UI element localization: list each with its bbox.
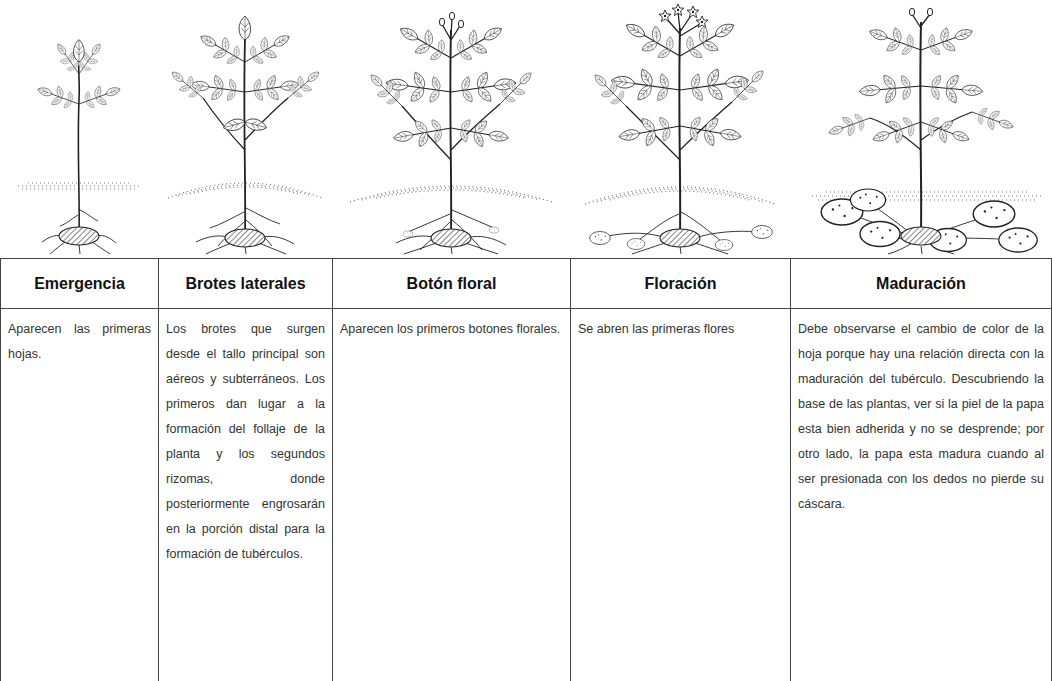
- lateral-shoots-plant: [243, 38, 246, 236]
- stage-description: Se abren las primeras flores: [571, 309, 790, 350]
- stage-description: Debe observarse el cambio de color de la…: [791, 309, 1051, 525]
- flowering-plant: [585, 4, 775, 254]
- stage-column: EmergenciaAparecen las primeras hojas.: [0, 258, 158, 681]
- mature-plant: [901, 227, 941, 245]
- flower-bud-plant: [350, 12, 552, 254]
- flowering-plant: [590, 232, 611, 245]
- emergence-plant: [50, 39, 86, 80]
- flowering-plant: [687, 6, 699, 18]
- flowering-plant: [609, 63, 683, 108]
- lateral-shoots-plant: [225, 229, 265, 247]
- stage-heading: Botón floral: [333, 259, 570, 309]
- stage-description: Aparecen los primeros botones florales.: [333, 309, 570, 350]
- flower-bud-plant: [449, 66, 519, 109]
- emergence-plant: [77, 60, 80, 232]
- lateral-shoots-plant: [222, 117, 246, 133]
- flowering-plant: [696, 16, 708, 28]
- mature-plant: [909, 8, 914, 16]
- mature-plant: [921, 246, 922, 254]
- mature-plant: [927, 8, 932, 16]
- emergence-plant: [75, 78, 124, 114]
- lateral-shoots-plant: [210, 212, 244, 228]
- flower-bud-plant: [396, 236, 436, 243]
- flowering-plant: [608, 212, 756, 254]
- mature-plant: [858, 70, 923, 108]
- stage-heading: Maduración: [791, 259, 1051, 309]
- mature-plant: [973, 201, 1015, 227]
- mature-plant: [860, 222, 900, 247]
- stage-description: Los brotes que surgen desde el tallo pri…: [159, 309, 332, 575]
- flowering-plant: [715, 240, 733, 251]
- flowering-plant: [672, 4, 684, 16]
- lateral-shoots-plant: [203, 98, 288, 150]
- flower-bud-plant: [403, 231, 413, 237]
- mature-plant: [916, 18, 977, 63]
- lateral-shoots-plant: [244, 117, 268, 133]
- mature-plant: [916, 109, 973, 151]
- emergence-plant: [18, 39, 140, 254]
- flowering-plant: [608, 233, 665, 238]
- flowering-plant: [677, 62, 751, 107]
- flowering-plant: [618, 11, 688, 70]
- lateral-shoots-plant: [166, 64, 210, 106]
- flowering-plant: [677, 110, 744, 153]
- lateral-shoots-plant: [246, 208, 280, 224]
- flowering-plant: [752, 226, 773, 239]
- mature-plant: [825, 107, 874, 143]
- flower-bud-plant: [431, 229, 471, 247]
- emergence-plant: [73, 40, 84, 62]
- stage-column: Botón floralAparecen los primeros botone…: [332, 258, 570, 681]
- flower-bud-plant: [449, 30, 452, 236]
- flower-bud-plant: [363, 67, 410, 114]
- flower-bud-plant: [449, 12, 454, 20]
- flowering-plant: [659, 10, 671, 22]
- emergence-plant: [34, 78, 83, 114]
- lateral-shoots-plant: [281, 64, 325, 106]
- flower-bud-plant: [448, 113, 511, 153]
- mature-plant: [850, 189, 885, 211]
- flowering-plant: [660, 229, 700, 247]
- flowering-plant: [695, 231, 756, 238]
- emergence-plant: [71, 39, 107, 80]
- mature-plant: [868, 110, 925, 152]
- flower-bud-plant: [489, 227, 499, 233]
- flower-bud-plant: [391, 113, 454, 153]
- flowering-plant: [627, 239, 645, 250]
- emergence-plant: [80, 210, 98, 221]
- stage-heading: Brotes laterales: [159, 259, 332, 309]
- flowering-plant: [724, 63, 771, 110]
- emergence-plant: [59, 227, 99, 245]
- flowering-plant: [587, 67, 634, 114]
- lateral-shoots-plant: [239, 16, 251, 40]
- flowering-plant: [678, 28, 681, 236]
- flowering-plant: [616, 110, 683, 153]
- flowering-plant: [672, 11, 742, 70]
- lateral-shoots-plant: [196, 208, 294, 254]
- flower-bud-plant: [396, 210, 506, 254]
- flower-bud-plant: [492, 65, 539, 112]
- stage-heading: Floración: [571, 259, 790, 309]
- stage-heading: Emergencia: [1, 259, 158, 309]
- flower-bud-plant: [393, 16, 459, 71]
- mature-plant: [865, 18, 926, 63]
- stage-column: Brotes lateralesLos brotes que surgen de…: [158, 258, 332, 681]
- flower-bud-plant: [443, 16, 509, 71]
- flower-bud-plant: [466, 236, 506, 245]
- stage-description: Aparecen las primeras hojas.: [1, 309, 158, 375]
- mature-plant: [968, 101, 1017, 137]
- emergence-plant: [42, 210, 116, 254]
- mature-plant: [999, 228, 1037, 252]
- lateral-shoots-plant: [166, 16, 326, 254]
- flower-bud-plant: [439, 18, 444, 26]
- flower-bud-plant: [458, 20, 463, 28]
- mature-plant: [812, 195, 1042, 196]
- stage-column: FloraciónSe abren las primeras flores: [570, 258, 790, 681]
- mature-plant: [812, 8, 1042, 254]
- stage-column: MaduraciónDebe observarse el cambio de c…: [790, 258, 1052, 681]
- emergence-plant: [60, 215, 78, 226]
- mature-plant: [920, 70, 985, 108]
- mature-plant: [919, 22, 922, 232]
